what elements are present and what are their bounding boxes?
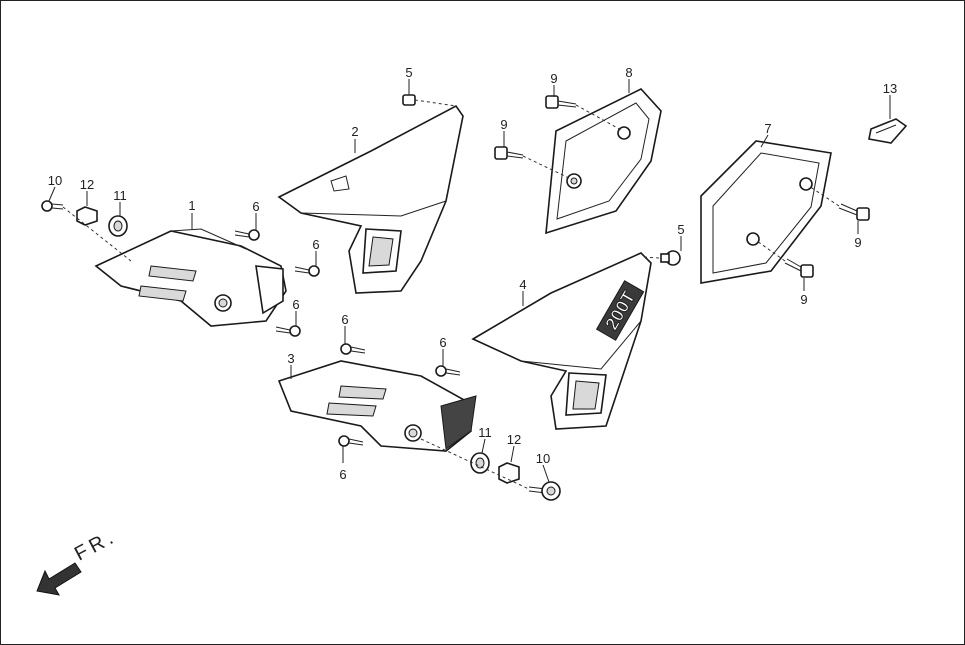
part-9-bolt-b <box>494 146 572 180</box>
part-6-screw-d <box>340 343 366 355</box>
part-9-bolt-d <box>756 240 814 278</box>
callout-8: 8 <box>625 65 632 80</box>
callout-9-a: 9 <box>550 71 557 86</box>
leader-left-fasteners <box>62 206 132 262</box>
callout-12-right: 12 <box>507 432 521 447</box>
part-12-collar-left <box>76 206 98 226</box>
callout-9-b: 9 <box>500 117 507 132</box>
callout-13: 13 <box>883 81 897 96</box>
callout-11-right: 11 <box>478 425 492 440</box>
part-10-pin-left <box>41 200 64 212</box>
front-direction-arrow-icon <box>36 562 82 596</box>
callout-6-c: 6 <box>292 297 299 312</box>
callout-leaders <box>48 79 891 483</box>
part-6-screw-b <box>294 265 320 277</box>
part-11-grommet-left <box>108 215 128 237</box>
part-6-screw-e <box>435 365 461 377</box>
callout-6-b: 6 <box>312 237 319 252</box>
callout-5-right: 5 <box>677 222 684 237</box>
part-7-rear-panel <box>700 140 832 284</box>
part-6-screw-a <box>234 229 260 241</box>
part-5-bolt-top <box>402 94 457 107</box>
part-6-screw-c <box>275 325 301 337</box>
callout-1: 1 <box>188 198 195 213</box>
part-4-right-upper-cover: 200T <box>471 252 652 430</box>
callout-12-left: 12 <box>80 177 94 192</box>
callout-6-d: 6 <box>341 312 348 327</box>
part-12-collar-right <box>498 462 520 484</box>
callout-6-e: 6 <box>439 335 446 350</box>
callout-6-a: 6 <box>252 199 259 214</box>
part-2-left-upper-cover <box>277 104 464 294</box>
part-9-bolt-c <box>808 185 870 221</box>
leader-right-fasteners <box>420 438 530 490</box>
part-1-left-side-cover <box>94 228 287 327</box>
callout-7: 7 <box>764 121 771 136</box>
front-direction-label: FR. <box>71 525 120 565</box>
part-9-bolt-a <box>545 95 624 132</box>
callout-5-top: 5 <box>405 65 412 80</box>
part-5-bolt-right <box>642 250 681 266</box>
callout-11-left: 11 <box>113 188 127 203</box>
callout-6-f: 6 <box>339 467 346 482</box>
callout-4: 4 <box>519 277 526 292</box>
callout-9-d: 9 <box>800 292 807 307</box>
callout-3: 3 <box>287 351 294 366</box>
part-6-screw-f <box>338 435 364 447</box>
part-8-cover-plate <box>545 88 662 235</box>
callout-10-right: 10 <box>536 451 550 466</box>
part-13-clip <box>868 118 908 144</box>
callout-2: 2 <box>351 124 358 139</box>
callout-9-c: 9 <box>854 235 861 250</box>
part-11-grommet-right <box>470 452 490 474</box>
part-10-pin-right <box>528 481 561 501</box>
part-3-lower-cover <box>277 360 477 452</box>
callout-10-left: 10 <box>48 173 62 188</box>
